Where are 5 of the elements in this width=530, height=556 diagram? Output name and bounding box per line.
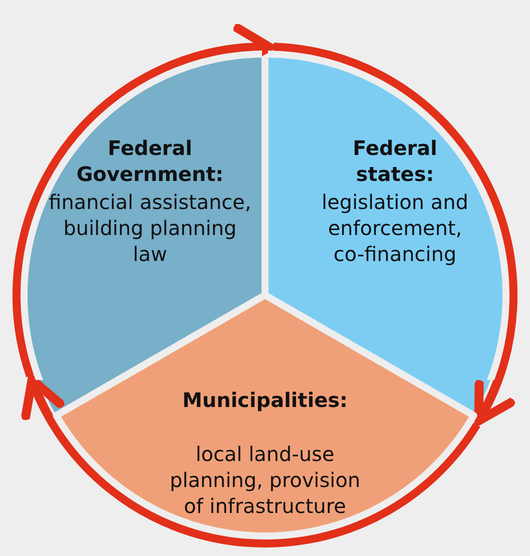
sector-description: financial assistance, building planning law — [48, 189, 252, 267]
sector-heading: Federal Government: — [75, 135, 225, 187]
sector-description: legislation and enforcement, co-financing — [320, 189, 470, 267]
cycle-arrow — [273, 42, 518, 426]
sector-heading: Federal states: — [352, 135, 438, 187]
